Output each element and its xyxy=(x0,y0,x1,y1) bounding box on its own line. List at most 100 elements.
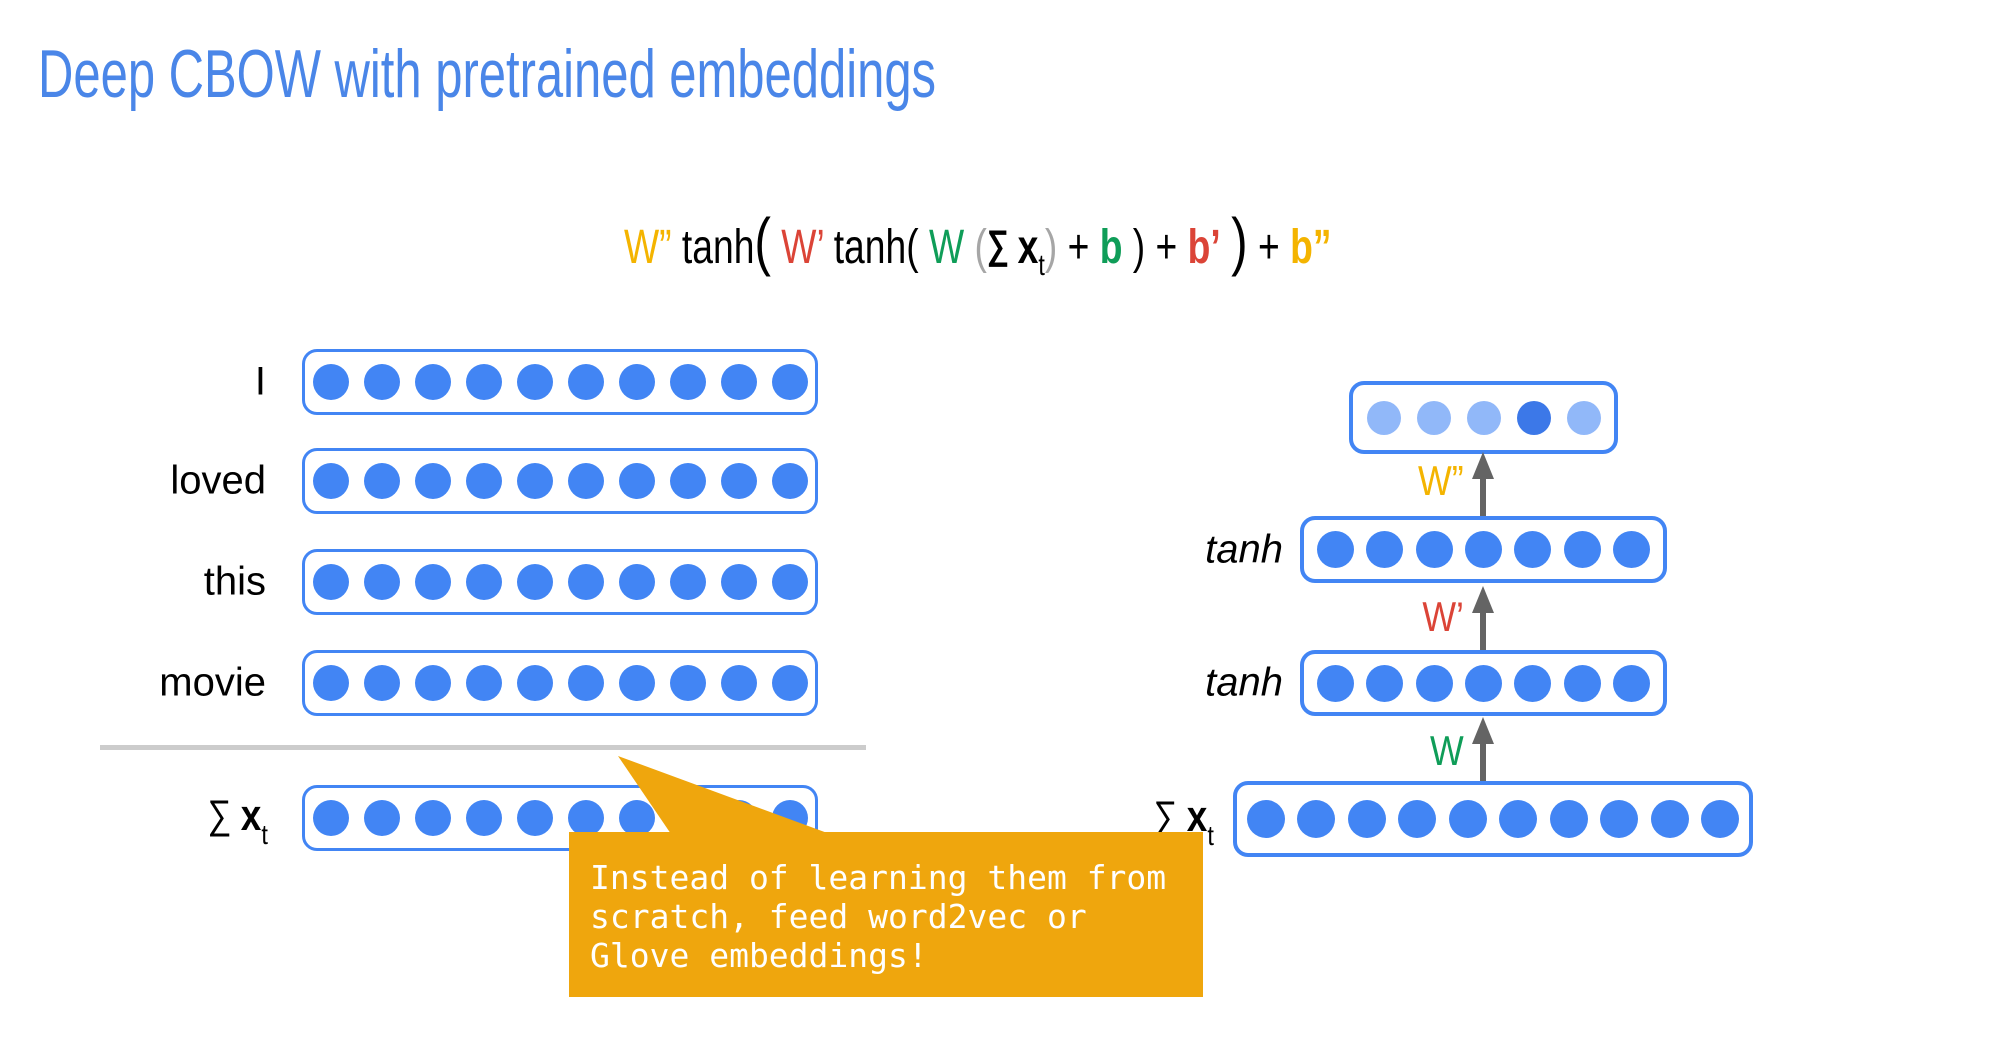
neuron-dot xyxy=(1465,531,1502,568)
neuron-dot xyxy=(1398,800,1437,838)
formula-token: ∑ xyxy=(986,223,1018,267)
neuron-dot xyxy=(312,800,349,836)
neuron-dot xyxy=(1416,400,1451,435)
subscript-t: t xyxy=(261,819,268,850)
neuron-dot xyxy=(669,665,706,701)
separator-line xyxy=(100,745,866,750)
sum-label-left: ∑ xt xyxy=(208,791,268,851)
word-label-movie: movie xyxy=(159,660,266,705)
embedding-row-i xyxy=(302,349,818,415)
neuron-dot xyxy=(1566,400,1601,435)
neuron-dot xyxy=(312,564,349,600)
neuron-dot xyxy=(1347,800,1386,838)
output-layer xyxy=(1349,381,1618,454)
neuron-dot xyxy=(516,564,553,600)
word-label-i: I xyxy=(254,359,266,404)
neuron-dot xyxy=(516,665,553,701)
arrow-w-shaft xyxy=(1480,743,1486,781)
formula: W” tanh( W’ tanh( W (∑ xt) + b ) + b’ ) … xyxy=(624,209,1332,296)
formula-token: b” xyxy=(1290,221,1332,274)
neuron-dot xyxy=(1415,531,1453,568)
neuron-dot xyxy=(465,800,502,836)
formula-token: ( xyxy=(754,205,771,277)
formula-token: ) xyxy=(1231,205,1248,277)
formula-token: tanh( xyxy=(823,221,929,274)
neuron-dot xyxy=(720,564,757,600)
formula-token: tanh xyxy=(671,221,755,274)
neuron-dot xyxy=(414,463,451,499)
neuron-dot xyxy=(1366,531,1404,568)
neuron-dot xyxy=(1650,800,1689,838)
neuron-dot xyxy=(414,665,451,701)
neuron-dot xyxy=(465,564,502,600)
hidden-layer-1 xyxy=(1300,650,1667,716)
neuron-dot xyxy=(618,665,655,701)
neuron-dot xyxy=(1612,531,1650,568)
neuron-dot xyxy=(1612,664,1650,702)
neuron-dot xyxy=(618,800,655,836)
neuron-dot xyxy=(312,463,349,499)
arrow-w2-head xyxy=(1472,452,1494,479)
neuron-dot xyxy=(567,564,604,600)
neuron-dot xyxy=(1516,400,1551,435)
neuron-dot xyxy=(414,800,451,836)
neuron-dot xyxy=(1466,400,1501,435)
neuron-dot xyxy=(567,463,604,499)
neuron-dot xyxy=(1600,800,1639,838)
neuron-dot xyxy=(1317,664,1355,702)
weight-label-2: W’ xyxy=(1422,593,1464,640)
callout-text: Instead of learning them from scratch, f… xyxy=(590,858,1167,975)
neuron-dot xyxy=(1246,800,1285,838)
neuron-dot xyxy=(363,463,400,499)
neuron-dot xyxy=(771,463,808,499)
sum-embedding-row-right xyxy=(1233,781,1753,857)
neuron-dot xyxy=(363,800,400,836)
formula-token: W’ xyxy=(781,221,824,274)
neuron-dot xyxy=(1465,664,1502,702)
neuron-dot xyxy=(1563,664,1601,702)
neuron-dot xyxy=(414,364,451,400)
formula-token: b xyxy=(1099,221,1123,274)
neuron-dot xyxy=(1514,531,1552,568)
formula-token: x xyxy=(1017,221,1039,274)
neuron-dot xyxy=(516,463,553,499)
neuron-dot xyxy=(516,800,553,836)
weight-label-3: W xyxy=(1430,727,1464,774)
arrow-w1-head xyxy=(1472,586,1494,613)
neuron-dot xyxy=(1448,800,1487,838)
neuron-dot xyxy=(669,800,706,836)
slide-title: Deep CBOW with pretrained embeddings xyxy=(38,36,937,112)
neuron-dot xyxy=(1563,531,1601,568)
word-label-loved: loved xyxy=(170,458,266,503)
neuron-dot xyxy=(1366,400,1401,435)
neuron-dot xyxy=(312,364,349,400)
sigma-symbol: ∑ xyxy=(1153,794,1187,838)
sigma-symbol: ∑ xyxy=(207,793,241,837)
x-symbol: x xyxy=(240,791,262,840)
neuron-dot xyxy=(618,463,655,499)
neuron-dot xyxy=(771,564,808,600)
neuron-dot xyxy=(669,364,706,400)
neuron-dot xyxy=(720,800,757,836)
formula-token: ( xyxy=(974,221,987,274)
neuron-dot xyxy=(465,463,502,499)
hidden-layer-1-dots xyxy=(1304,654,1663,712)
neuron-dot xyxy=(618,364,655,400)
neuron-dot xyxy=(618,564,655,600)
neuron-dot xyxy=(465,364,502,400)
neuron-dot xyxy=(720,364,757,400)
formula-token: W” xyxy=(624,221,672,274)
sum-embedding-row-right-dots xyxy=(1237,785,1749,853)
formula-token: b’ xyxy=(1187,221,1221,274)
formula-token: t xyxy=(1038,249,1045,282)
embedding-row-i-dots xyxy=(305,352,815,412)
neuron-dot xyxy=(1366,664,1404,702)
neuron-dot xyxy=(465,665,502,701)
embedding-row-loved-dots xyxy=(305,451,815,511)
neuron-dot xyxy=(1317,531,1355,568)
hidden-layer-2-dots xyxy=(1304,520,1663,579)
neuron-dot xyxy=(363,364,400,400)
arrow-w2-shaft xyxy=(1480,478,1486,516)
hidden-layer-2 xyxy=(1300,516,1667,583)
